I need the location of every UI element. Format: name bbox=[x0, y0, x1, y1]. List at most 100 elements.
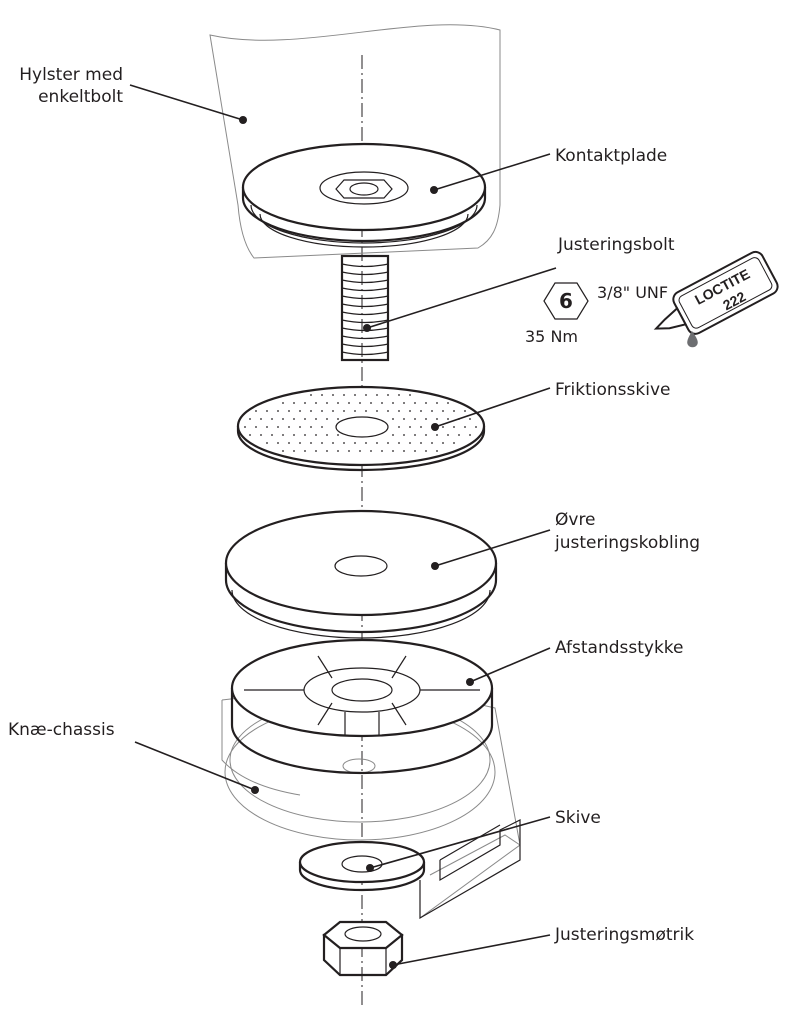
friction-texture-dot bbox=[403, 418, 405, 420]
friction-texture-dot bbox=[354, 394, 356, 396]
bolt-thread-line bbox=[341, 271, 389, 276]
friction-texture-dot bbox=[293, 450, 295, 452]
friction-texture-dot bbox=[409, 426, 411, 428]
friction-texture-dot bbox=[304, 434, 306, 436]
friction-texture-dot bbox=[365, 410, 367, 412]
friction-texture-dot bbox=[304, 418, 306, 420]
friction-texture-dot bbox=[255, 410, 257, 412]
label-adjustment-nut: Justeringsmøtrik bbox=[554, 925, 694, 945]
label-spacer: Afstandsstykke bbox=[555, 638, 684, 658]
friction-texture-dot bbox=[431, 442, 433, 444]
friction-texture-dot bbox=[376, 394, 378, 396]
friction-texture-dot bbox=[282, 418, 284, 420]
friction-texture-dot bbox=[321, 426, 323, 428]
friction-texture-dot bbox=[326, 418, 328, 420]
friction-texture-dot bbox=[348, 402, 350, 404]
friction-texture-dot bbox=[321, 442, 323, 444]
bolt-thread-line bbox=[341, 295, 389, 300]
friction-texture-dot bbox=[249, 434, 251, 436]
friction-texture-dot bbox=[337, 450, 339, 452]
friction-texture-dot bbox=[277, 442, 279, 444]
friction-texture-dot bbox=[453, 426, 455, 428]
friction-texture-dot bbox=[447, 434, 449, 436]
label-housing-line1: Hylster med bbox=[19, 65, 123, 85]
spacer-part bbox=[230, 638, 494, 775]
friction-texture-dot bbox=[475, 426, 477, 428]
friction-texture-dot bbox=[387, 394, 389, 396]
adjustment-bolt-part bbox=[340, 254, 390, 362]
friction-texture-dot bbox=[398, 426, 400, 428]
friction-texture-dot bbox=[321, 410, 323, 412]
friction-texture-dot bbox=[359, 402, 361, 404]
friction-texture-dot bbox=[260, 434, 262, 436]
friction-texture-dot bbox=[387, 410, 389, 412]
hex-size: 6 bbox=[559, 289, 573, 313]
friction-texture-dot bbox=[244, 426, 246, 428]
friction-texture-dot bbox=[409, 394, 411, 396]
friction-texture-dot bbox=[442, 442, 444, 444]
friction-texture-dot bbox=[381, 450, 383, 452]
label-washer: Skive bbox=[555, 808, 601, 828]
friction-texture-dot bbox=[365, 442, 367, 444]
friction-texture-dot bbox=[288, 442, 290, 444]
friction-texture-dot bbox=[403, 402, 405, 404]
friction-texture-dot bbox=[392, 402, 394, 404]
bolt-thread-line bbox=[341, 287, 389, 292]
bolt-thread-line bbox=[341, 351, 389, 356]
friction-texture-dot bbox=[271, 434, 273, 436]
friction-texture-dot bbox=[299, 410, 301, 412]
friction-texture-dot bbox=[381, 402, 383, 404]
friction-texture-dot bbox=[392, 418, 394, 420]
label-housing-line2: enkeltbolt bbox=[38, 87, 123, 107]
torque-value: 35 Nm bbox=[525, 327, 578, 346]
friction-texture-dot bbox=[332, 410, 334, 412]
friction-texture-dot bbox=[326, 450, 328, 452]
friction-washer-part bbox=[236, 385, 486, 472]
housing-part bbox=[209, 24, 501, 259]
friction-texture-dot bbox=[310, 426, 312, 428]
friction-texture-dot bbox=[436, 450, 438, 452]
friction-texture-dot bbox=[398, 394, 400, 396]
friction-texture-dot bbox=[464, 410, 466, 412]
friction-texture-dot bbox=[425, 402, 427, 404]
friction-texture-dot bbox=[425, 450, 427, 452]
friction-texture-dot bbox=[255, 426, 257, 428]
friction-texture-dot bbox=[420, 410, 422, 412]
friction-texture-dot bbox=[337, 434, 339, 436]
glue-drop-icon bbox=[687, 331, 698, 348]
friction-texture-dot bbox=[414, 418, 416, 420]
friction-texture-dot bbox=[403, 434, 405, 436]
friction-texture-dot bbox=[326, 402, 328, 404]
friction-texture-dot bbox=[376, 442, 378, 444]
friction-texture-dot bbox=[458, 434, 460, 436]
friction-texture-dot bbox=[469, 434, 471, 436]
friction-texture-dot bbox=[403, 450, 405, 452]
friction-texture-dot bbox=[453, 442, 455, 444]
friction-texture-dot bbox=[343, 394, 345, 396]
contact-plate-part bbox=[241, 142, 487, 248]
label-friction-washer: Friktionsskive bbox=[555, 380, 670, 400]
hex-key-icon bbox=[543, 282, 589, 320]
friction-texture-dot bbox=[376, 410, 378, 412]
friction-texture-dot bbox=[414, 434, 416, 436]
friction-texture-dot bbox=[321, 394, 323, 396]
friction-texture-dot bbox=[348, 450, 350, 452]
friction-texture-dot bbox=[293, 418, 295, 420]
loctite-bottle-icon: LOCTITE 222 bbox=[653, 250, 779, 348]
friction-texture-dot bbox=[409, 442, 411, 444]
bolt-thread-line bbox=[341, 279, 389, 284]
friction-texture-dot bbox=[304, 450, 306, 452]
friction-texture-dot bbox=[277, 410, 279, 412]
friction-texture-dot bbox=[464, 426, 466, 428]
friction-texture-dot bbox=[299, 442, 301, 444]
bolt-thread-line bbox=[341, 303, 389, 308]
friction-texture-dot bbox=[387, 442, 389, 444]
friction-texture-dot bbox=[343, 410, 345, 412]
adjustment-nut-part bbox=[322, 920, 404, 977]
friction-texture-dot bbox=[337, 418, 339, 420]
friction-texture-dot bbox=[293, 434, 295, 436]
friction-texture-dot bbox=[271, 418, 273, 420]
friction-texture-dot bbox=[315, 434, 317, 436]
friction-texture-dot bbox=[288, 410, 290, 412]
